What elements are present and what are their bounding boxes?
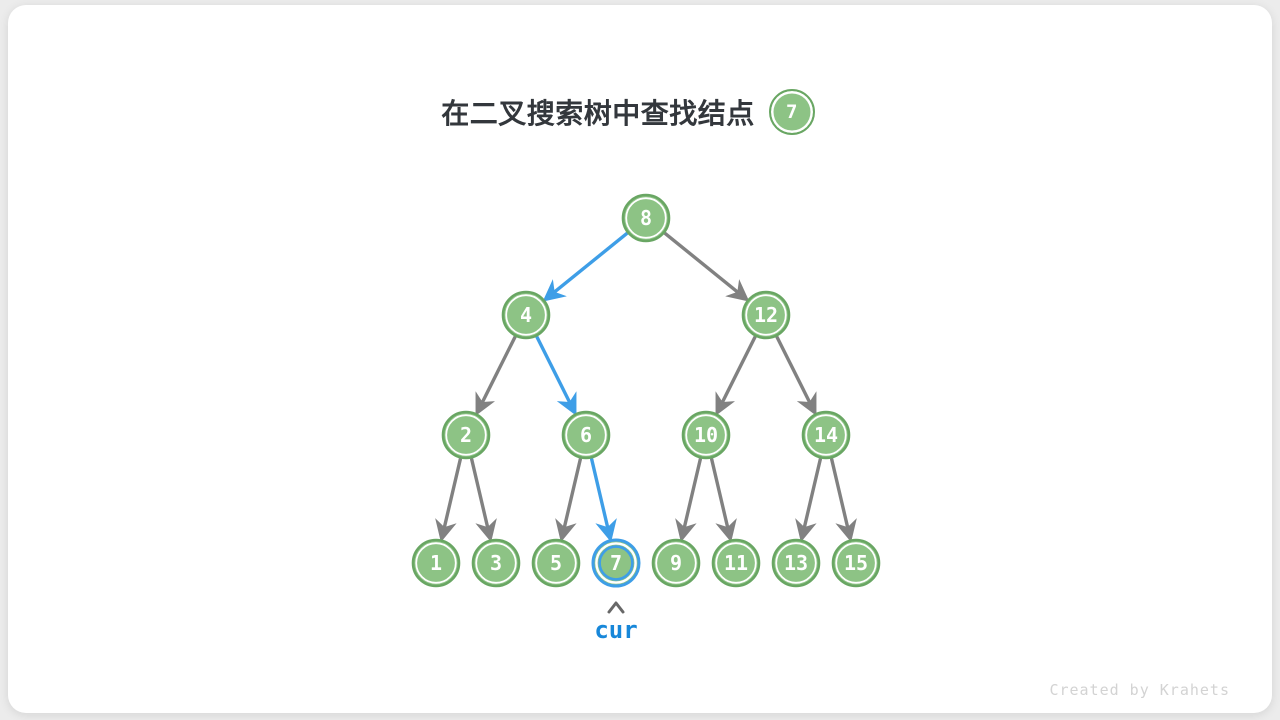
node-value-10: 10 (694, 423, 718, 447)
node-value-14: 14 (814, 423, 838, 447)
node-value-6: 6 (580, 423, 592, 447)
tree-node-4: 4 (501, 290, 551, 340)
search-target-node-badge: 7 (768, 89, 815, 135)
node-value-11: 11 (724, 551, 748, 575)
credit-text: Created by Krahets (1049, 681, 1230, 699)
title-row: 在二叉搜索树中查找结点 7 (0, 89, 1260, 135)
tree-edges (435, 231, 857, 543)
node-value-4: 4 (520, 303, 532, 327)
tree-edge-14-13 (795, 457, 823, 543)
node-value-2: 2 (460, 423, 472, 447)
page-title: 在二叉搜索树中查找结点 (441, 98, 755, 129)
tree-node-9: 9 (651, 538, 701, 588)
tree-node-5: 5 (531, 538, 581, 588)
tree-edge-6-7 (589, 457, 617, 543)
tree-edge-2-3 (469, 457, 497, 543)
tree-edge-6-5 (555, 457, 583, 543)
tree-node-3: 3 (471, 538, 521, 588)
tree-edge-2-1 (435, 457, 463, 543)
tree-edge-10-9 (675, 457, 703, 543)
tree-node-15: 15 (831, 538, 881, 588)
node-value-3: 3 (490, 551, 502, 575)
tree-node-1: 1 (411, 538, 461, 588)
tree-node-8: 8 (621, 193, 671, 243)
node-value-1: 1 (430, 551, 442, 575)
tree-edge-8-12 (663, 231, 750, 302)
tree-edge-10-11 (709, 457, 737, 543)
node-value-13: 13 (784, 551, 808, 575)
node-value-12: 12 (754, 303, 778, 327)
tree-node-12: 12 (741, 290, 791, 340)
tree-node-14: 14 (801, 410, 851, 460)
node-value-8: 8 (640, 206, 652, 230)
search-target-value: 7 (786, 101, 798, 123)
node-value-9: 9 (670, 551, 682, 575)
cur-pointer-label: cur (594, 616, 637, 644)
tree-node-10: 10 (681, 410, 731, 460)
node-value-5: 5 (550, 551, 562, 575)
tree-edge-4-2 (475, 335, 517, 416)
tree-node-11: 11 (711, 538, 761, 588)
tree-edge-8-4 (542, 231, 629, 302)
tree-edge-12-10 (715, 335, 757, 416)
tree-node-2: 2 (441, 410, 491, 460)
cur-caret-icon (607, 601, 625, 614)
node-value-15: 15 (844, 551, 868, 575)
node-value-7: 7 (610, 551, 622, 575)
tree-edge-4-6 (535, 335, 577, 416)
tree-edge-12-14 (775, 335, 817, 416)
tree-node-7: 7 (591, 538, 641, 588)
tree-node-13: 13 (771, 538, 821, 588)
tree-edge-14-15 (829, 457, 857, 543)
tree-node-6: 6 (561, 410, 611, 460)
cur-pointer: cur (594, 601, 638, 644)
